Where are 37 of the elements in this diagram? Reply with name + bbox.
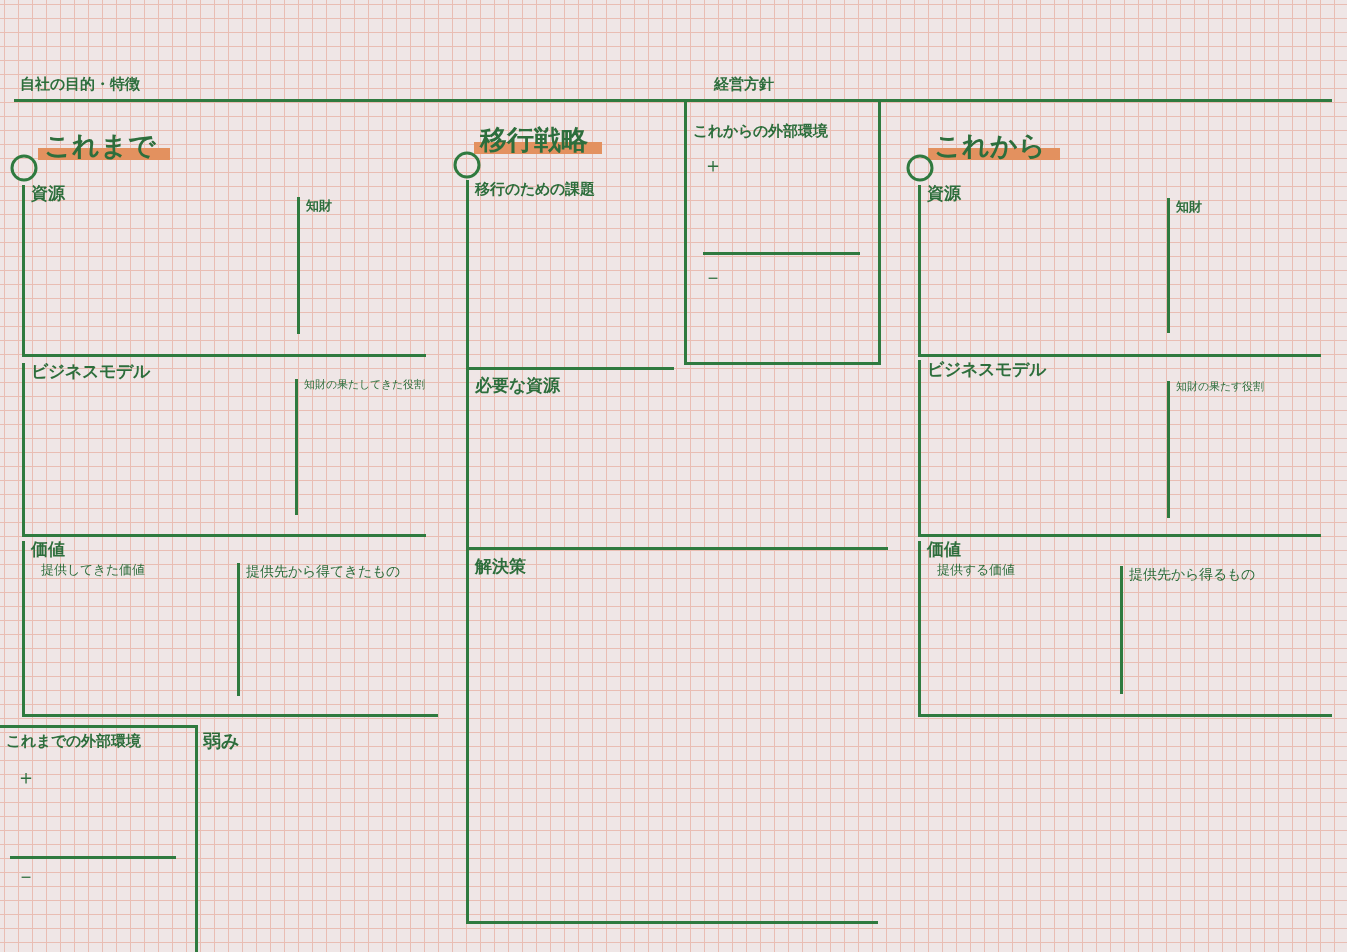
section-heading: ビジネスモデル xyxy=(927,358,1046,381)
section-heading: 解決策 xyxy=(475,555,526,578)
subsection-heading: 知財 xyxy=(306,197,332,215)
worksheet-section xyxy=(22,185,426,357)
worksheet-section xyxy=(918,185,1321,357)
section-heading: 移行のための課題 xyxy=(475,180,595,199)
subsection-heading: 提供先から得るもの xyxy=(1129,566,1255,584)
worksheet-section xyxy=(684,102,881,365)
subsection-heading: 知財の果たす役割 xyxy=(1176,379,1264,394)
minus-sign: － xyxy=(703,264,723,291)
section-heading: 資源 xyxy=(927,182,961,205)
worksheet-section xyxy=(0,725,198,952)
worksheet-section xyxy=(22,541,438,717)
plus-sign: ＋ xyxy=(703,152,723,179)
section-heading: これからの外部環境 xyxy=(693,122,828,141)
subsection-heading: 知財 xyxy=(1176,198,1202,216)
worksheet-section xyxy=(918,541,1332,717)
section-heading: 資源 xyxy=(31,182,65,205)
section-heading: 価値 xyxy=(31,538,65,561)
plus-sign: ＋ xyxy=(16,764,36,791)
subsection-heading: 提供する価値 xyxy=(937,561,1015,579)
section-heading: 自社の目的・特徴 xyxy=(20,75,140,94)
section-heading: ビジネスモデル xyxy=(31,360,150,383)
minus-sign: － xyxy=(16,863,36,890)
section-heading: 価値 xyxy=(927,538,961,561)
section-heading: 必要な資源 xyxy=(475,374,560,397)
section-heading: これまでの外部環境 xyxy=(6,732,141,751)
worksheet-section xyxy=(466,370,888,550)
worksheet-section xyxy=(466,180,674,370)
worksheet-section xyxy=(918,360,1321,537)
worksheet-section xyxy=(466,550,878,924)
subsection-heading: 知財の果たしてきた役割 xyxy=(304,377,425,392)
section-heading: 経営方針 xyxy=(714,75,774,94)
subsection-heading: 提供先から得てきたもの xyxy=(246,563,400,581)
subsection-heading: 提供してきた価値 xyxy=(41,561,145,579)
worksheet-section xyxy=(22,363,426,537)
section-heading: 弱み xyxy=(203,729,239,753)
